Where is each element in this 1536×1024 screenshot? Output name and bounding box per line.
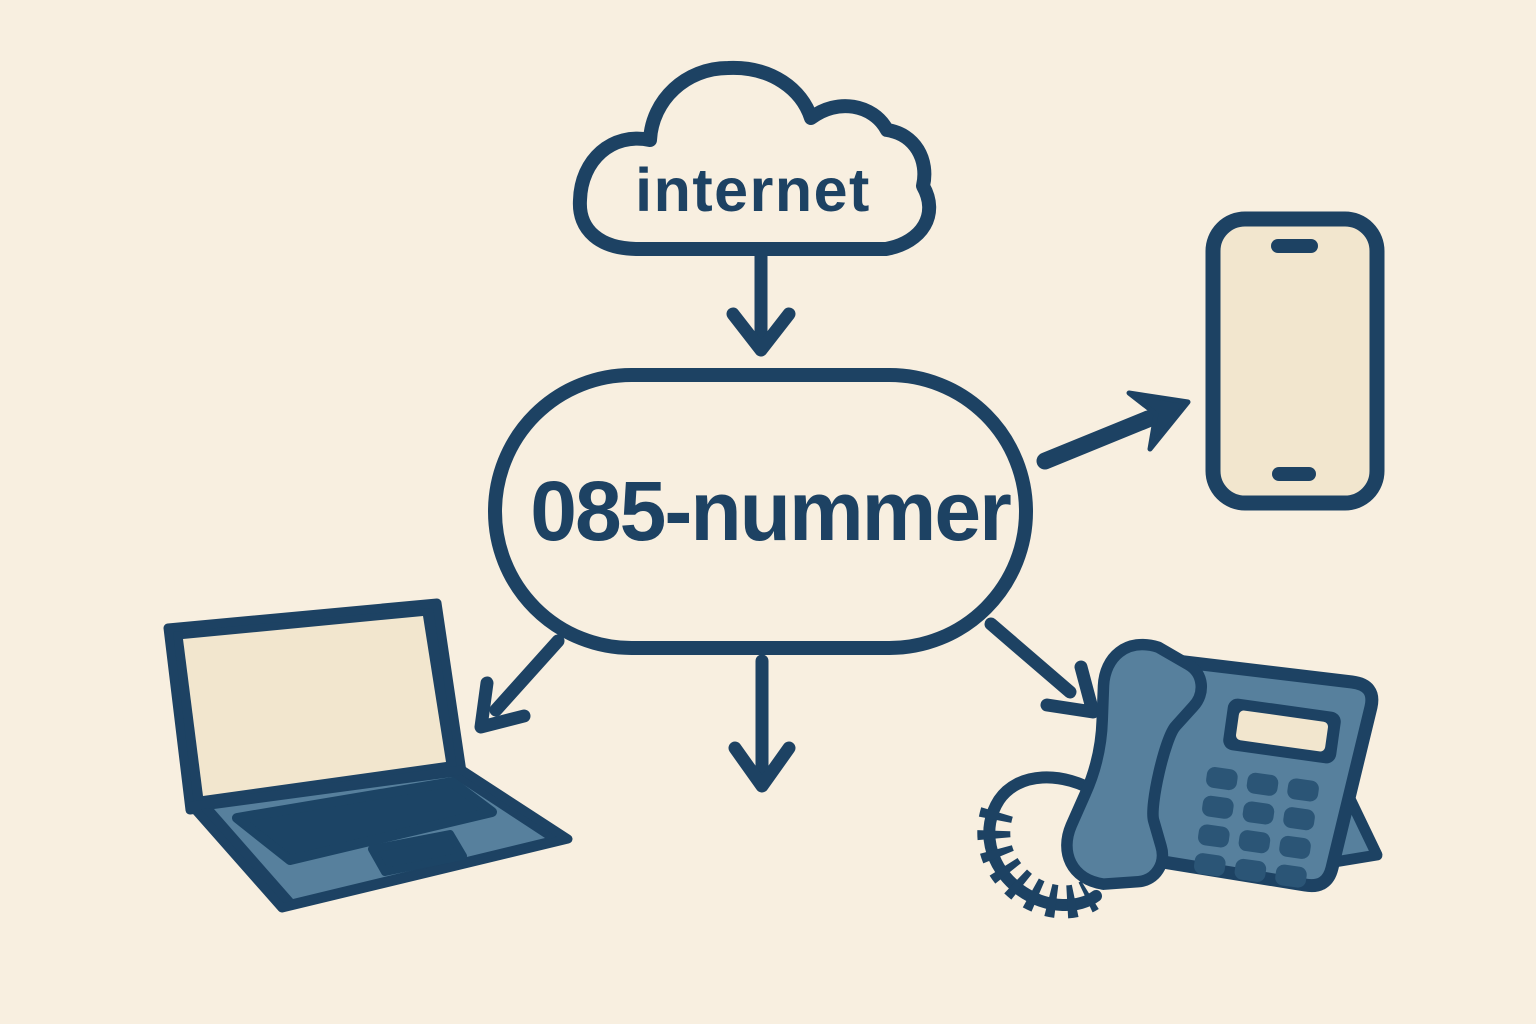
keypad-key: [1283, 807, 1315, 831]
hub-label: 085-nummer: [530, 464, 1011, 558]
desk-phone-keypad: [1194, 767, 1319, 888]
keypad-key: [1246, 772, 1279, 796]
keypad-key: [1194, 853, 1226, 877]
laptop-icon: [163, 598, 573, 913]
keypad-key: [1279, 835, 1311, 859]
arrow-hub-to-laptop: [474, 634, 565, 734]
arrow-cloud-to-hub: [726, 245, 796, 357]
keypad-key: [1275, 864, 1307, 888]
smartphone-speaker: [1271, 239, 1318, 253]
arrow-hub-to-smartphone: [1036, 390, 1191, 470]
keypad-key: [1206, 767, 1238, 791]
smartphone-body: [1205, 211, 1385, 511]
arrow-head: [1126, 390, 1191, 452]
cloud-node: internet: [572, 60, 937, 256]
keypad-key: [1287, 778, 1319, 802]
arrow-shaft: [1036, 410, 1157, 470]
arrow-head: [726, 307, 796, 357]
laptop-trackpad: [368, 830, 467, 876]
arrow-hub-to-desk-phone: [984, 617, 1100, 719]
hub-node: 085-nummer: [488, 368, 1033, 655]
handset-shape: [1061, 638, 1207, 890]
cloud-icon: [572, 60, 937, 256]
phone-cord-coil: [977, 807, 1099, 919]
keypad-key: [1238, 830, 1271, 854]
laptop-keyboard: [232, 777, 497, 865]
smartphone-home-bar: [1272, 467, 1316, 481]
arrow-shaft: [489, 634, 565, 717]
hub-oval: [488, 368, 1033, 655]
desk-phone-display: [1223, 698, 1341, 764]
desk-phone-handset: [1061, 638, 1207, 890]
arrow-shaft: [984, 617, 1077, 699]
smartphone-icon: [1205, 211, 1385, 511]
cloud-label: internet: [635, 156, 871, 224]
keypad-key: [1234, 858, 1267, 882]
keypad-key: [1202, 795, 1234, 819]
keypad-key: [1242, 801, 1275, 825]
arrow-head: [728, 741, 796, 793]
laptop-screen: [183, 616, 446, 796]
arrow-head: [474, 676, 531, 734]
arrow-hub-down: [728, 654, 796, 793]
desk-phone-icon: [977, 638, 1383, 919]
display-screen: [1235, 710, 1329, 752]
arrow-head: [1040, 660, 1100, 719]
keypad-key: [1198, 824, 1230, 848]
